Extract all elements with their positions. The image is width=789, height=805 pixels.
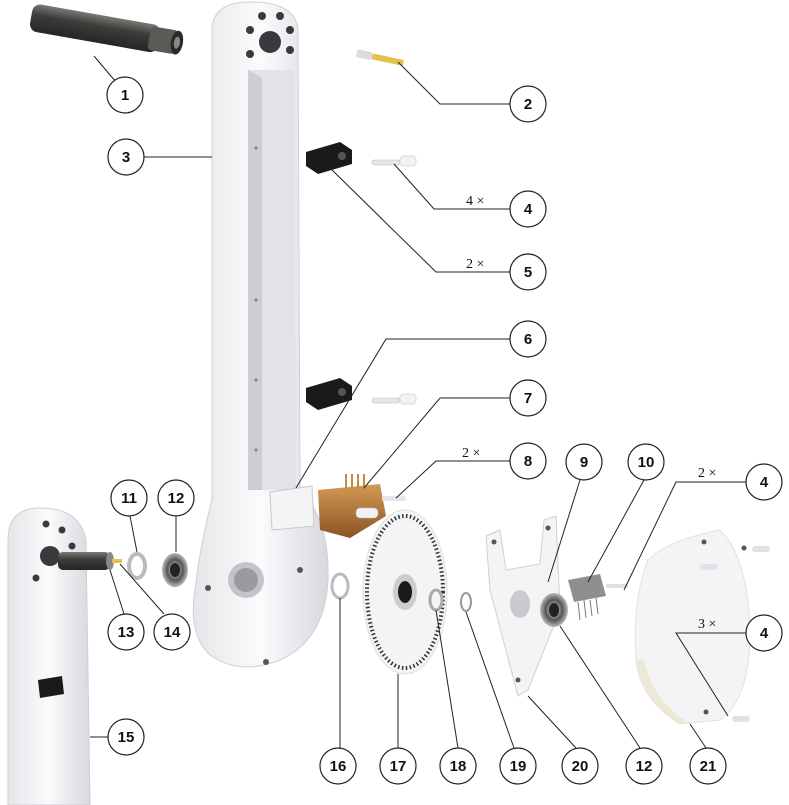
svg-text:4: 4 — [760, 625, 769, 642]
svg-text:12: 12 — [636, 758, 653, 775]
part-6-plate — [269, 485, 315, 531]
svg-text:15: 15 — [118, 729, 135, 746]
svg-text:11: 11 — [121, 490, 137, 507]
svg-text:4: 4 — [524, 201, 533, 218]
callout-20: 20 — [561, 747, 599, 785]
part-2-pin — [356, 49, 404, 66]
svg-text:3: 3 — [122, 149, 130, 166]
svg-text:7: 7 — [524, 390, 532, 407]
callout-7: 7 — [509, 379, 547, 417]
part-7-connector — [318, 474, 386, 538]
svg-text:2 ×: 2 × — [466, 257, 484, 272]
callout-8: 8 2 × — [462, 442, 547, 480]
leader-lines — [90, 55, 746, 749]
callout-6: 6 — [509, 320, 547, 358]
callout-16: 16 — [319, 747, 357, 785]
svg-text:14: 14 — [164, 624, 181, 641]
svg-text:12: 12 — [168, 490, 185, 507]
callout-9: 9 — [565, 443, 603, 481]
svg-text:8: 8 — [524, 453, 532, 470]
callout-4-lower: 4 3 × — [698, 614, 783, 652]
part-14-pin — [112, 559, 122, 563]
callout-4-upper: 4 4 × — [466, 190, 547, 228]
part-15-arm — [7, 507, 91, 805]
svg-text:2 ×: 2 × — [462, 446, 480, 461]
callout-10: 10 — [627, 443, 665, 481]
part-4-screws-upper — [371, 155, 417, 167]
part-21-cover — [634, 529, 770, 725]
svg-text:19: 19 — [510, 758, 527, 775]
svg-text:20: 20 — [572, 758, 589, 775]
callout-1: 1 — [106, 76, 144, 114]
callout-19: 19 — [499, 747, 537, 785]
svg-text:4 ×: 4 × — [466, 194, 484, 209]
part-20-bracket — [485, 515, 561, 697]
callout-3: 3 — [107, 138, 145, 176]
svg-text:2: 2 — [524, 96, 532, 113]
callout-17: 17 — [379, 747, 417, 785]
callout-21: 21 — [689, 747, 727, 785]
part-1-shaft — [29, 4, 184, 55]
callout-12-right: 12 — [625, 747, 663, 785]
callout-13: 13 — [107, 613, 145, 651]
svg-text:16: 16 — [330, 758, 347, 775]
svg-text:13: 13 — [118, 624, 135, 641]
svg-text:6: 6 — [524, 331, 532, 348]
svg-text:2 ×: 2 × — [698, 466, 716, 481]
callout-14: 14 — [153, 613, 191, 651]
svg-text:1: 1 — [121, 87, 129, 104]
part-10-sensor — [568, 574, 628, 621]
callout-2: 2 — [509, 85, 547, 123]
part-5-block-lower — [306, 378, 352, 410]
part-4-screws-mid — [371, 393, 417, 405]
part-16-washer — [330, 572, 350, 600]
part-17-encoder-disk — [362, 509, 448, 675]
callout-15: 15 — [107, 718, 145, 756]
part-13-shaft — [58, 552, 114, 570]
part-19-retaining-ring — [460, 592, 472, 612]
part-11-washer — [127, 552, 147, 580]
callout-4-right: 4 2 × — [698, 463, 783, 501]
svg-text:21: 21 — [700, 758, 717, 775]
svg-text:4: 4 — [760, 474, 769, 491]
svg-text:3 ×: 3 × — [698, 617, 716, 632]
callout-12-left: 12 — [157, 479, 195, 517]
part-3-arm — [192, 1, 329, 668]
callout-5: 5 2 × — [466, 253, 547, 291]
callout-18: 18 — [439, 747, 477, 785]
svg-text:18: 18 — [450, 758, 467, 775]
svg-text:9: 9 — [580, 454, 588, 471]
svg-text:5: 5 — [524, 264, 532, 281]
callout-11: 11 — [110, 479, 148, 517]
svg-text:17: 17 — [390, 758, 407, 775]
part-5-block-upper — [306, 142, 352, 174]
part-12-bearing-left — [162, 553, 188, 587]
part-8-screws — [355, 496, 406, 519]
svg-text:10: 10 — [638, 454, 655, 471]
part-12-bearing-right — [540, 593, 568, 627]
